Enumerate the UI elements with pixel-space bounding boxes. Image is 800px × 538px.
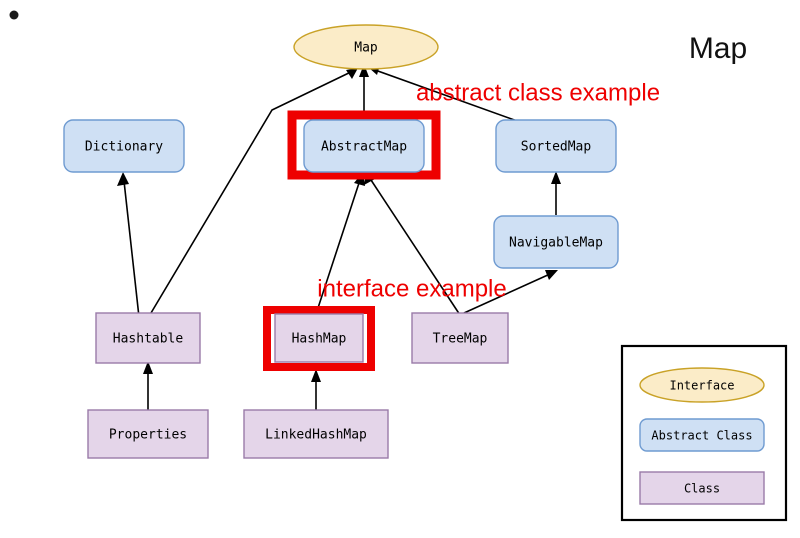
node-hashtable-shape (95, 312, 201, 364)
node-hashmap[interactable]: HashMap (263, 306, 375, 371)
legend-item-class: Class (639, 471, 765, 505)
legend-interface-shape (639, 367, 765, 403)
legend-item-interface: Interface (639, 367, 765, 403)
annotation-abstract-class-example: abstract class example (416, 79, 660, 106)
node-hashmap-shape (274, 313, 364, 363)
node-properties[interactable]: Properties (87, 409, 209, 459)
edge-navigablemap-to-sortedmap (551, 171, 561, 215)
node-navigablemap[interactable]: NavigableMap (493, 215, 619, 269)
node-treemap-label: TreeMap (433, 332, 488, 347)
node-sortedmap-shape (495, 119, 617, 173)
node-hashtable-label: Hashtable (113, 332, 184, 347)
annotation-interface-example: interface example (317, 275, 506, 302)
node-abstractmap-highlight (287, 110, 441, 180)
legend: Interface Abstract Class Class (620, 344, 788, 522)
node-properties-shape (87, 409, 209, 459)
node-navigablemap-shape (493, 215, 619, 269)
legend-class-label: Class (684, 482, 720, 496)
node-dictionary-label: Dictionary (85, 140, 163, 155)
node-navigablemap-label: NavigableMap (509, 236, 603, 251)
edge-layer (117, 64, 561, 410)
node-abstractmap-label: AbstractMap (321, 140, 407, 155)
node-treemap[interactable]: TreeMap (411, 312, 509, 364)
legend-interface-label: Interface (669, 379, 734, 393)
node-dictionary-shape (63, 119, 185, 173)
edge-linkedhashmap-to-hashmap (311, 369, 321, 410)
node-treemap-shape (411, 312, 509, 364)
node-dictionary[interactable]: Dictionary (63, 119, 185, 173)
node-properties-label: Properties (109, 428, 187, 443)
node-hashtable[interactable]: Hashtable (95, 312, 201, 364)
legend-abstract-shape (639, 418, 765, 452)
edge-properties-to-hashtable (143, 361, 153, 410)
node-map[interactable]: Map (293, 24, 439, 70)
node-map-shape (293, 24, 439, 70)
node-abstractmap[interactable]: AbstractMap (287, 110, 441, 180)
node-hashmap-label: HashMap (292, 332, 347, 347)
node-abstractmap-shape (303, 119, 425, 173)
edge-treemap-to-navigablemap (463, 270, 558, 314)
node-sortedmap[interactable]: SortedMap (495, 119, 617, 173)
node-map-label: Map (354, 41, 378, 56)
bullet-point (9, 10, 19, 20)
edge-hashtable-to-map (147, 68, 358, 319)
node-linkedhashmap-label: LinkedHashMap (265, 428, 367, 443)
node-hashmap-highlight (263, 306, 375, 371)
legend-class-shape (639, 471, 765, 505)
edge-hashtable-to-dictionary (117, 172, 140, 318)
edge-abstractmap-to-map (359, 64, 369, 118)
node-linkedhashmap[interactable]: LinkedHashMap (243, 409, 389, 459)
legend-abstract-label: Abstract Class (651, 429, 752, 443)
page-title: Map (689, 32, 747, 65)
node-sortedmap-label: SortedMap (521, 140, 592, 155)
node-linkedhashmap-shape (243, 409, 389, 459)
legend-item-abstract-class: Abstract Class (639, 418, 765, 452)
